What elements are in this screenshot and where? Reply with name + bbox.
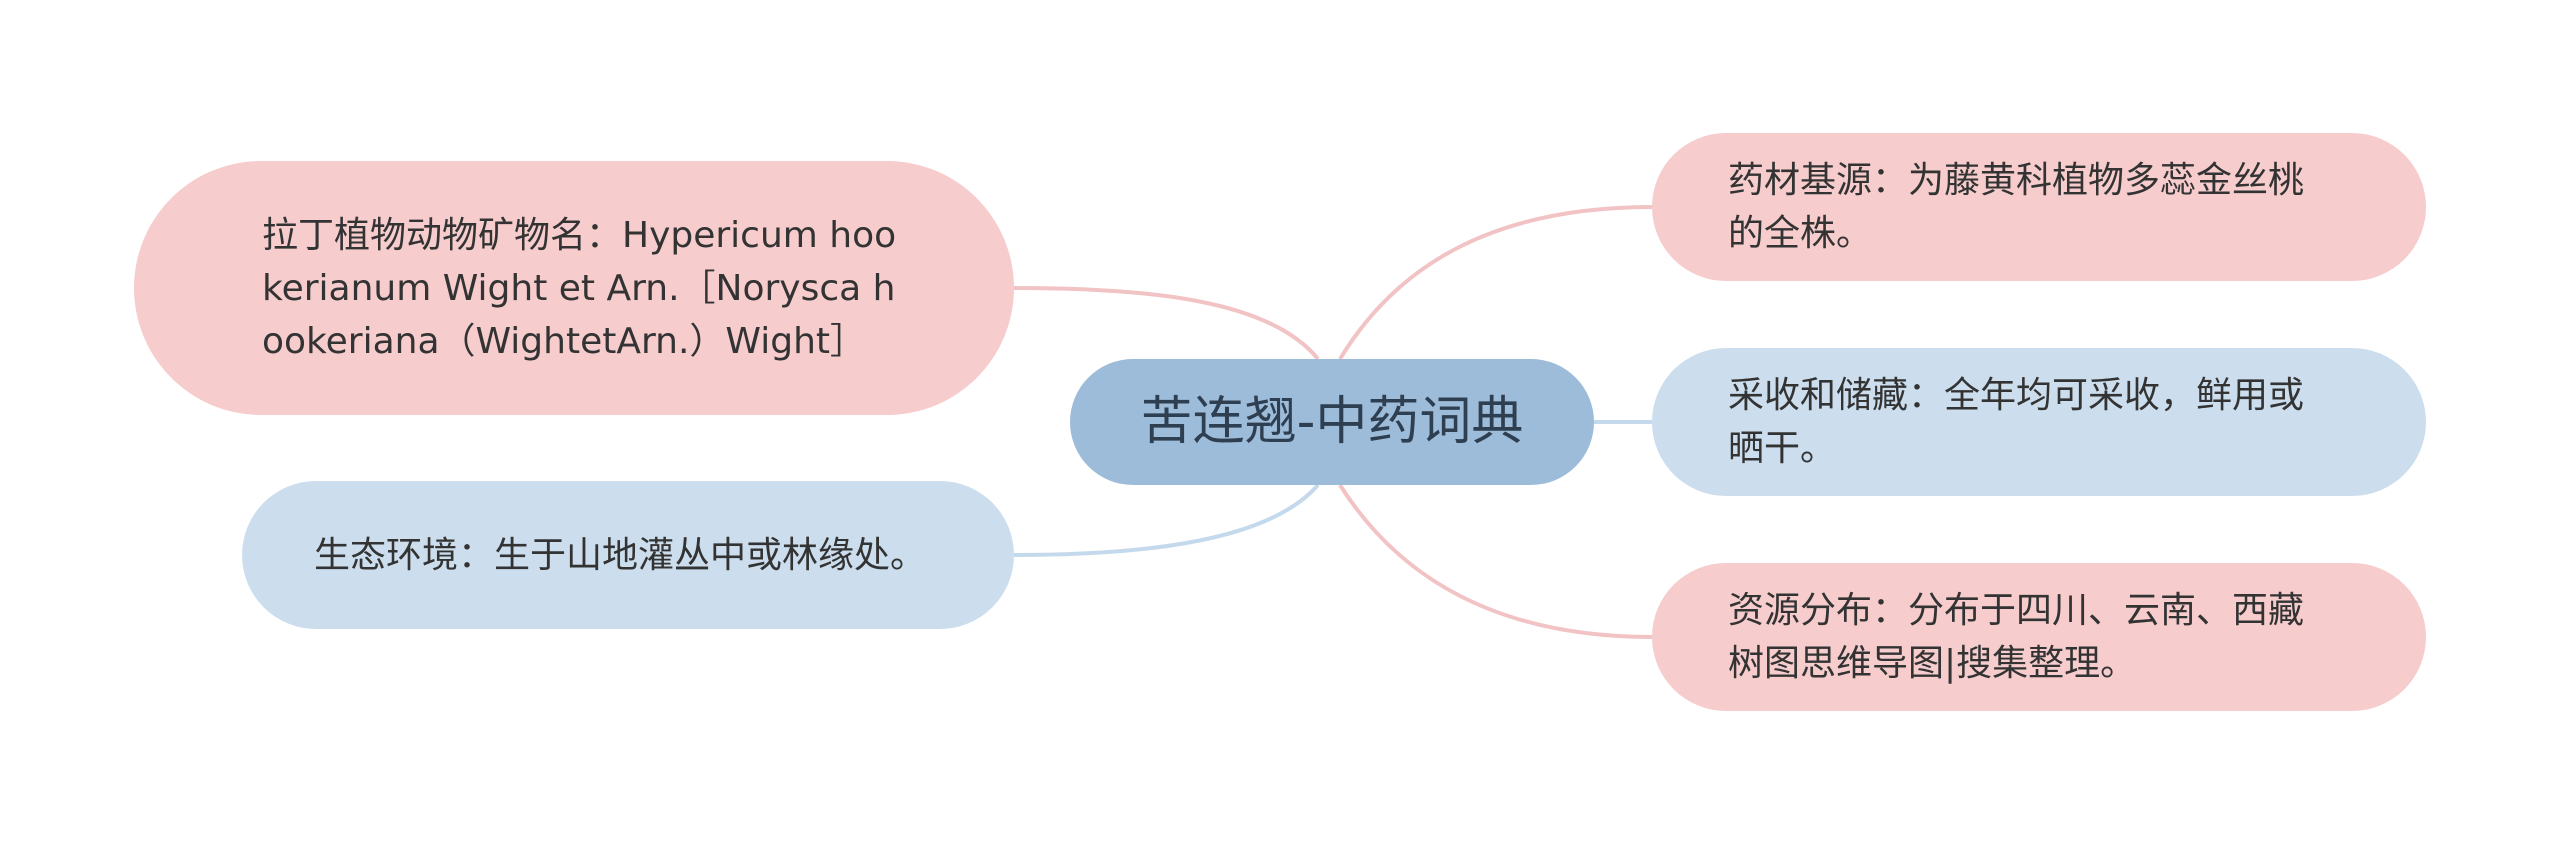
connector-distribution	[1338, 483, 1653, 639]
topic-resource-distribution-label: 资源分布：分布于四川、云南、西藏树图思维导图|搜集整理。	[1728, 590, 2305, 684]
central-topic[interactable]: 苦连翘-中药词典	[1070, 359, 1594, 485]
topic-latin-name-label: 拉丁植物动物矿物名：Hypericum hookerianum Wight et…	[262, 214, 897, 362]
topic-harvest-storage[interactable]: 采收和储藏：全年均可采收，鲜用或晒干。	[1652, 348, 2426, 496]
topic-habitat[interactable]: 生态环境：生于山地灌丛中或林缘处。	[242, 481, 1014, 629]
topic-medicinal-source[interactable]: 药材基源：为藤黄科植物多蕊金丝桃的全株。	[1652, 133, 2426, 281]
topic-habitat-label: 生态环境：生于山地灌丛中或林缘处。	[314, 534, 927, 576]
topic-medicinal-source-label: 药材基源：为藤黄科植物多蕊金丝桃的全株。	[1728, 160, 2305, 254]
connector-latin-name	[1013, 286, 1320, 361]
central-topic-label: 苦连翘-中药词典	[1140, 392, 1524, 452]
connector-medicinal-source	[1338, 205, 1653, 361]
connector-habitat	[1013, 483, 1320, 557]
topic-latin-name[interactable]: 拉丁植物动物矿物名：Hypericum hookerianum Wight et…	[134, 161, 1014, 415]
topic-resource-distribution[interactable]: 资源分布：分布于四川、云南、西藏树图思维导图|搜集整理。	[1652, 563, 2426, 711]
topic-harvest-storage-label: 采收和储藏：全年均可采收，鲜用或晒干。	[1728, 375, 2305, 469]
